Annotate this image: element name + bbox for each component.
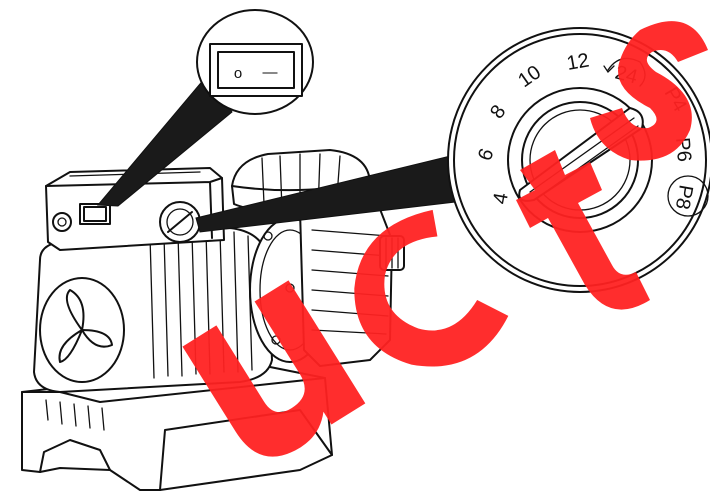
fan-icon [58,289,113,363]
switch-zoom-rocker[interactable] [217,51,295,89]
watermark [182,21,708,457]
switch-off-symbol: o [234,65,242,82]
switch-on-symbol: — [263,64,278,81]
cable-gland [52,212,72,232]
p8-ring [667,175,709,217]
timer-mark-p8: P8 [671,183,697,211]
timer-mark-4: 4 [489,191,513,206]
timer-mark-12: 12 [565,49,591,75]
switch-callout: o — [96,9,314,207]
